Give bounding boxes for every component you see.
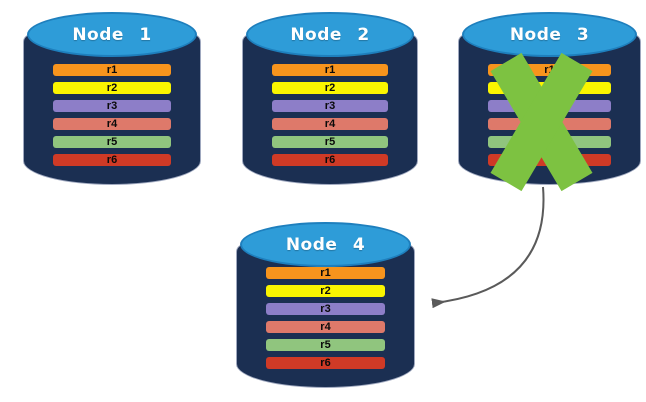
record-r4: r4 — [488, 118, 611, 130]
node-4-cylinder-top: Node 4 — [240, 222, 411, 267]
record-r2: r2 — [272, 82, 388, 94]
record-r1: r1 — [53, 64, 171, 76]
record-r1: r1 — [272, 64, 388, 76]
record-r6: r6 — [488, 154, 611, 166]
record-r5: r5 — [53, 136, 171, 148]
node-4-record-list: r1 r2 r3 r4 r5 r6 — [266, 267, 385, 375]
node-2-record-list: r1 r2 r3 r4 r5 r6 — [272, 64, 388, 172]
node-2-cylinder-top: Node 2 — [246, 12, 414, 57]
node-1-record-list: r1 r2 r3 r4 r5 r6 — [53, 64, 171, 172]
record-r5: r5 — [488, 136, 611, 148]
node-3-title: Node 3 — [509, 24, 590, 45]
record-r3: r3 — [272, 100, 388, 112]
record-r4: r4 — [266, 321, 385, 333]
record-r6: r6 — [53, 154, 171, 166]
record-r4: r4 — [53, 118, 171, 130]
record-r1: r1 — [488, 64, 611, 76]
node-4: Node 4 r1 r2 r3 r4 r5 r6 — [236, 222, 415, 388]
node-1: Node 1 r1 r2 r3 r4 r5 r6 — [23, 12, 201, 185]
record-r2: r2 — [53, 82, 171, 94]
record-r5: r5 — [266, 339, 385, 351]
record-r1: r1 — [266, 267, 385, 279]
record-r3: r3 — [488, 100, 611, 112]
node-1-title: Node 1 — [72, 24, 152, 45]
record-r6: r6 — [266, 357, 385, 369]
node-4-title: Node 4 — [285, 234, 366, 255]
record-r3: r3 — [266, 303, 385, 315]
record-r2: r2 — [488, 82, 611, 94]
node-3: Node 3 r1 r2 r3 r4 r5 r6 — [458, 12, 641, 185]
node-2: Node 2 r1 r2 r3 r4 r5 r6 — [242, 12, 418, 185]
record-r2: r2 — [266, 285, 385, 297]
record-r3: r3 — [53, 100, 171, 112]
node-1-cylinder-top: Node 1 — [27, 12, 197, 57]
record-r5: r5 — [272, 136, 388, 148]
record-r6: r6 — [272, 154, 388, 166]
record-r4: r4 — [272, 118, 388, 130]
node-3-record-list: r1 r2 r3 r4 r5 r6 — [488, 64, 611, 172]
node-3-cylinder-top: Node 3 — [462, 12, 637, 57]
replication-arrow — [431, 186, 545, 309]
node-2-title: Node 2 — [290, 24, 370, 45]
